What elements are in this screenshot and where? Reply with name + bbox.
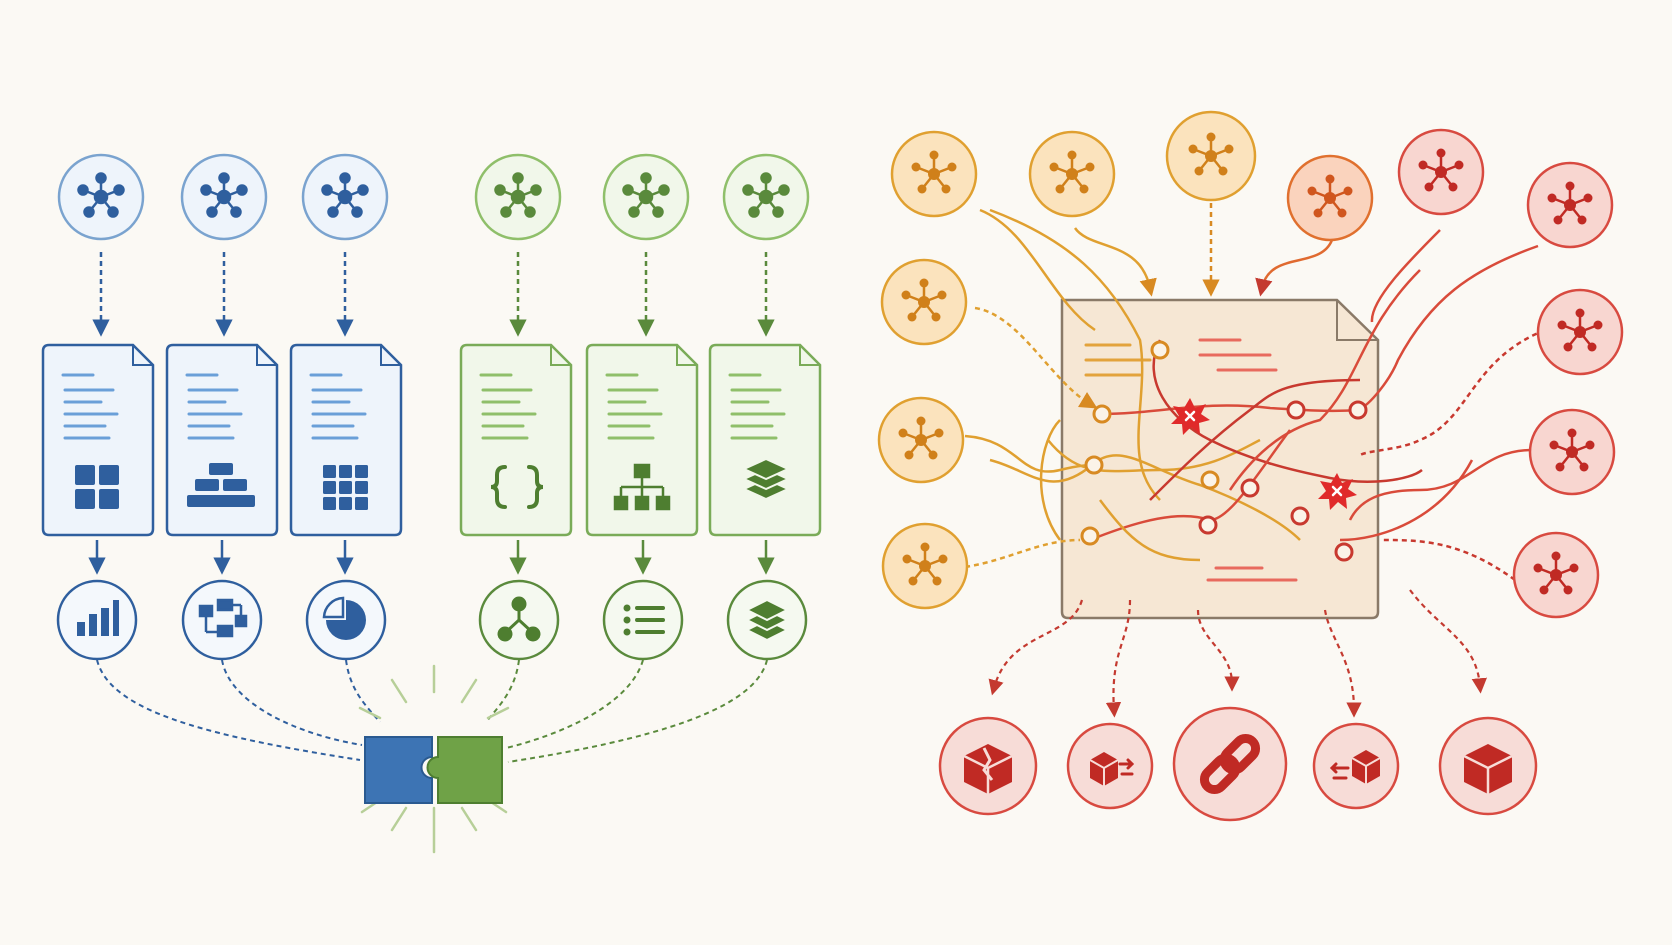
- network-node-icon: [722, 153, 810, 241]
- network-node-icon: [1165, 110, 1257, 202]
- network-node-icon: [1028, 130, 1116, 218]
- network-node-icon: [1528, 408, 1616, 496]
- junction-node: [1092, 404, 1112, 424]
- output-arrow: [1323, 609, 1362, 718]
- green-group: [459, 153, 822, 763]
- chain-link-icon: [1172, 706, 1288, 822]
- agent-feed: [1348, 448, 1533, 521]
- tangled-line: [1228, 269, 1421, 491]
- merge-connector: [505, 659, 644, 749]
- collision-burst-icon: [1318, 473, 1357, 510]
- network-node-icon: [880, 258, 968, 346]
- agent-feed: [1359, 328, 1546, 457]
- merge-connector: [345, 659, 381, 723]
- blue-column-2: [165, 153, 279, 661]
- layers-icon: [726, 579, 808, 661]
- grid-nine-icon: [323, 465, 368, 510]
- junction-node: [1286, 400, 1306, 420]
- agent-feed: [1357, 244, 1539, 412]
- document-card: [165, 343, 279, 537]
- network-node-icon: [57, 153, 145, 241]
- network-node-icon: [1512, 531, 1600, 619]
- output-arrow: [1105, 599, 1132, 718]
- agent-feed: [1073, 227, 1157, 297]
- hierarchy-icon: [613, 463, 671, 511]
- green-column-1: [459, 153, 573, 661]
- network-node-icon: [1536, 288, 1624, 376]
- agent-feed: [1379, 538, 1516, 582]
- document-card: [585, 343, 699, 537]
- output-arrow: [988, 599, 1084, 696]
- agent-feed: [979, 208, 1096, 332]
- merge-connector: [96, 659, 361, 761]
- broken-box-icon: [938, 716, 1038, 816]
- network-node-icon: [602, 153, 690, 241]
- network-node-icon: [180, 153, 268, 241]
- grid-four-icon: [75, 465, 119, 509]
- junction-node: [1334, 542, 1354, 562]
- blue-column-3: [289, 153, 403, 661]
- bar-chart-icon: [56, 579, 138, 661]
- merge-connector: [507, 659, 768, 763]
- tangled-line: [989, 454, 1301, 541]
- pie-chart-icon: [305, 579, 387, 661]
- merge-connector: [221, 659, 363, 746]
- junction-node: [1200, 470, 1220, 490]
- network-node-icon: [1397, 128, 1485, 216]
- blue-group: [41, 153, 403, 761]
- merge-connector: [485, 659, 520, 723]
- document-card: [41, 343, 155, 537]
- output-arrow: [1196, 609, 1240, 692]
- tangled-line: [1152, 339, 1423, 483]
- agent-feed: [1255, 239, 1334, 297]
- junction-nodes: [1080, 340, 1368, 562]
- document-card: [289, 343, 403, 537]
- box-return-icon: [1312, 722, 1400, 810]
- network-node-icon: [1526, 161, 1614, 249]
- junction-node: [1084, 455, 1104, 475]
- junction-node: [1080, 526, 1100, 546]
- network-node-icon: [1286, 154, 1374, 242]
- green-column-2: [585, 153, 699, 661]
- network-node-icon: [881, 522, 969, 610]
- tangled-line: [1149, 378, 1361, 501]
- tangled-line: [1099, 499, 1201, 562]
- agent-nodes: [877, 110, 1624, 619]
- tree-node-icon: [478, 579, 560, 661]
- junction-node: [1198, 515, 1218, 535]
- output-arrow: [1409, 589, 1487, 694]
- right-panel: [877, 110, 1624, 822]
- collision-burst-icon: [1171, 398, 1210, 435]
- stacked-blocks-icon: [187, 463, 255, 507]
- document-card: [708, 343, 822, 537]
- flowchart-icon: [181, 579, 263, 661]
- list-icon: [602, 579, 684, 661]
- document-card: [459, 343, 573, 537]
- layers-icon: [741, 457, 791, 501]
- network-node-icon: [877, 396, 965, 484]
- box-exchange-icon: [1066, 722, 1154, 810]
- network-node-icon: [890, 130, 978, 218]
- network-node-icon: [474, 153, 562, 241]
- tangled-line: [989, 208, 1161, 501]
- agent-feed: [1370, 229, 1441, 323]
- curly-braces-icon: [490, 465, 544, 509]
- agent-feed: [974, 306, 1098, 409]
- cube-icon: [1438, 716, 1538, 816]
- green-column-3: [708, 153, 822, 661]
- blue-column-1: [41, 153, 155, 661]
- junction-node: [1290, 506, 1310, 526]
- tangled-line: [1039, 419, 1062, 541]
- junction-node: [1240, 478, 1260, 498]
- junction-node: [1150, 340, 1170, 360]
- junction-node: [1348, 400, 1368, 420]
- puzzle-pieces-icon: [358, 664, 510, 854]
- network-node-icon: [301, 153, 389, 241]
